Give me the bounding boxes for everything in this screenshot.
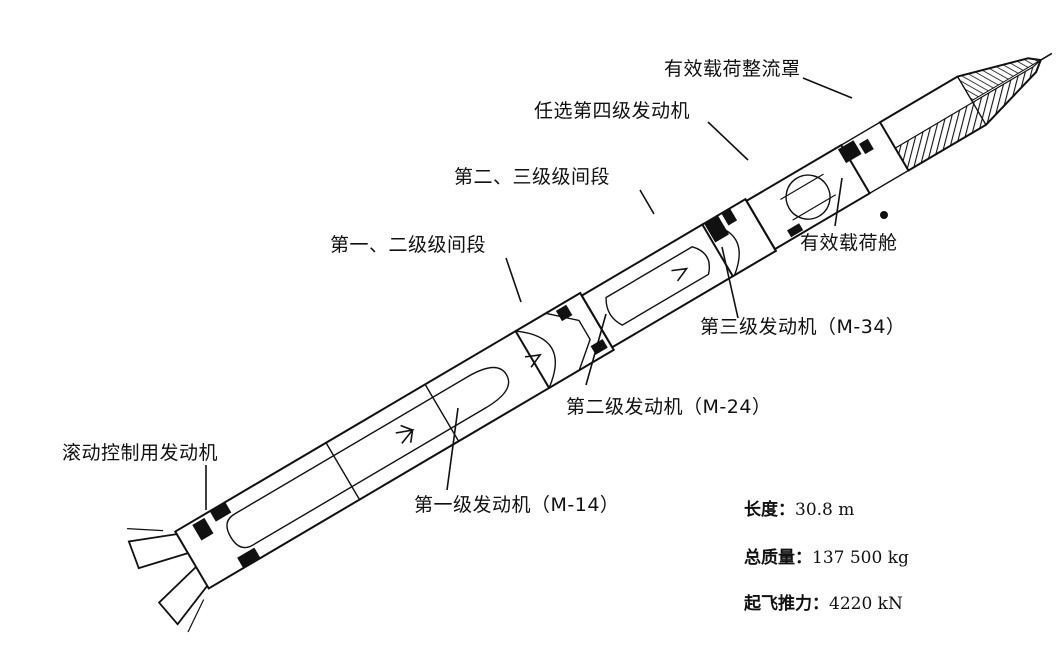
spec-liftoff-thrust: 起飞推力：4220 kN xyxy=(744,594,903,614)
label-second-stage-engine: 第二级发动机（M-24） xyxy=(566,396,772,418)
spec-length: 长度：30.8 m xyxy=(744,500,854,520)
label-optional-fourth-stage-engine: 任选第四级发动机 xyxy=(534,100,691,122)
spec-liftoff-thrust-value: 4220 kN xyxy=(829,594,903,614)
label-first-stage-engine: 第一级发动机（M-14） xyxy=(414,494,620,516)
spec-total-mass-key: 总质量： xyxy=(744,548,812,568)
label-payload-fairing: 有效载荷整流罩 xyxy=(664,58,801,80)
spec-liftoff-thrust-key: 起飞推力： xyxy=(744,594,829,614)
spec-total-mass: 总质量：137 500 kg xyxy=(744,548,909,568)
label-stage-2-3-interstage: 第二、三级级间段 xyxy=(454,166,611,188)
spec-length-value: 30.8 m xyxy=(795,500,855,520)
label-stage-1-2-interstage: 第一、二级级间段 xyxy=(330,234,487,256)
leader-lines xyxy=(205,77,853,510)
label-third-stage-engine: 第三级发动机（M-34） xyxy=(700,316,906,338)
rocket-body xyxy=(127,52,1053,633)
spec-length-key: 长度： xyxy=(744,500,795,520)
spec-total-mass-value: 137 500 kg xyxy=(812,548,909,568)
label-roll-control-engine: 滚动控制用发动机 xyxy=(62,442,219,464)
label-payload-bay: 有效载荷舱 xyxy=(800,232,898,254)
